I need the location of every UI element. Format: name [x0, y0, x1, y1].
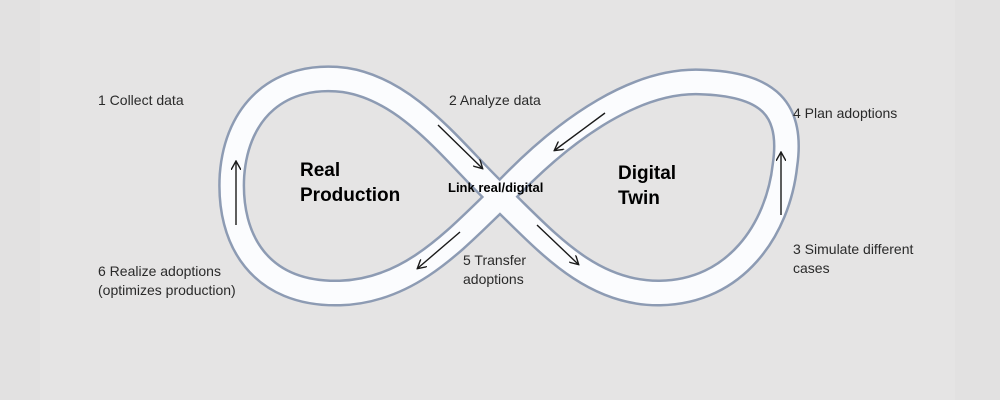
step-5-line1: 5 Transfer [463, 252, 527, 268]
real-production-title: Real Production [300, 158, 400, 208]
step-5-label: 5 Transfer adoptions [463, 251, 526, 289]
step-2-label: 2 Analyze data [449, 92, 541, 108]
digital-twin-line1: Digital [618, 163, 677, 184]
digital-twin-title: Digital Twin [618, 161, 676, 211]
arrow-transfer [418, 231, 461, 268]
step-1-label: 1 Collect data [98, 92, 184, 108]
step-3-line1: 3 Simulate different [793, 241, 914, 257]
step-3-label: 3 Simulate different cases [793, 240, 913, 278]
real-production-line2: Production [300, 185, 401, 206]
step-5-line2: adoptions [463, 271, 524, 287]
step-6-line1: 6 Realize adoptions [98, 263, 221, 279]
step-4-label: 4 Plan adoptions [793, 105, 898, 121]
arrow-analyze-down [437, 124, 482, 168]
step-3-line2: cases [793, 260, 830, 276]
infinity-band [220, 67, 798, 305]
step-6-line2: (optimizes production) [98, 282, 236, 298]
step-6-label: 6 Realize adoptions (optimizes productio… [98, 262, 236, 300]
center-link-label: Link real/digital [448, 180, 544, 195]
arrow-to-twin-lower [536, 224, 578, 264]
arrow-into-twin [555, 112, 606, 150]
real-production-line1: Real [300, 160, 341, 181]
digital-twin-line2: Twin [618, 188, 660, 209]
